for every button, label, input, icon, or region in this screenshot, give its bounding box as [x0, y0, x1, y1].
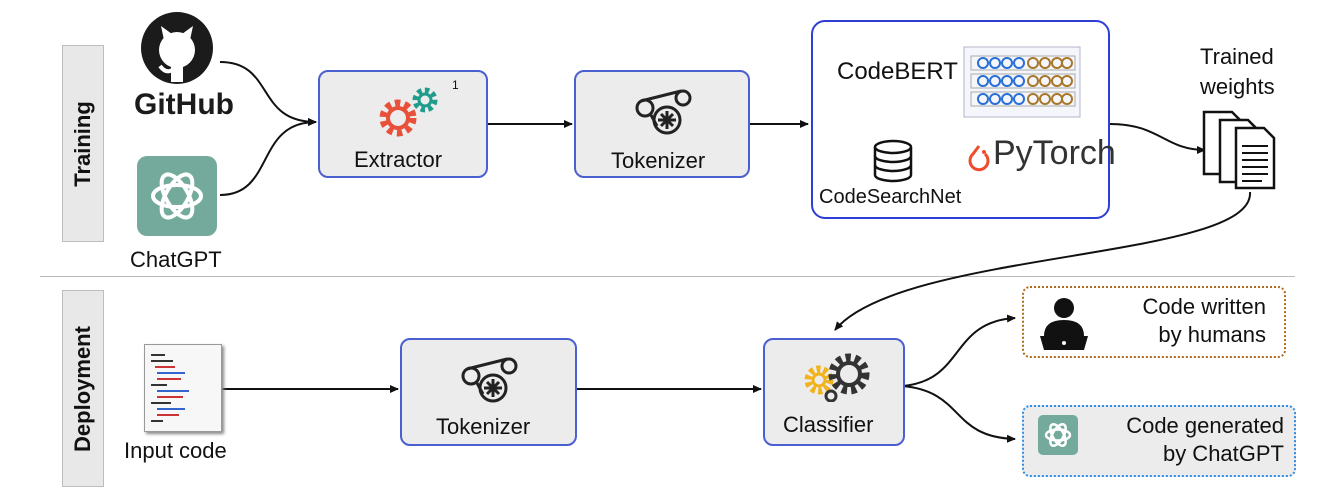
gears-icon — [379, 87, 438, 137]
deployment-tokenizer-label: Tokenizer — [436, 414, 531, 439]
gpt-output-line2: by ChatGPT — [1162, 441, 1284, 466]
tokenizer-icon — [461, 357, 518, 403]
edge-classifier-human — [902, 314, 1016, 387]
pytorch-wordmark: PyTorch — [993, 134, 1116, 172]
pytorch-flame-icon — [968, 145, 990, 172]
training-tokenizer-node: Tokenizer — [574, 70, 750, 178]
openai-logo-icon — [151, 172, 203, 220]
chatgpt-logo-tile — [137, 156, 217, 236]
gpt-output-logo-tile — [1038, 415, 1078, 455]
human-output-line1: Code written — [1142, 294, 1266, 319]
extractor-label: Extractor — [354, 147, 443, 172]
classifier-node: Classifier — [763, 338, 905, 446]
github-source: GitHub — [130, 10, 234, 130]
codebert-label: CodeBERT — [837, 58, 958, 85]
training-tokenizer-label: Tokenizer — [611, 148, 706, 173]
openai-logo-icon — [1044, 423, 1072, 447]
database-icon — [873, 139, 913, 183]
code-snippet-icon — [151, 354, 189, 422]
weights-label-line2: weights — [1200, 74, 1275, 99]
edge-github-extractor — [219, 61, 317, 126]
input-code-thumbnail — [144, 344, 222, 432]
gpt-output-box: Code generated by ChatGPT — [1022, 405, 1296, 477]
section-divider — [40, 276, 1295, 277]
edge-classifier-gpt — [902, 385, 1016, 443]
classifier-gears-icon — [804, 353, 870, 402]
input-code-label: Input code — [124, 438, 227, 463]
training-section-label: Training — [62, 45, 104, 242]
weights-label-line1: Trained — [1200, 44, 1274, 69]
human-output-box: Code written by humans — [1022, 286, 1286, 358]
extractor-footnote: 1 — [452, 78, 459, 92]
person-at-laptop-icon — [1040, 298, 1088, 350]
edge-model-weights — [1109, 123, 1206, 154]
model-training-box: CodeBERT PyTorch CodeSearchNet — [811, 20, 1116, 219]
classifier-label: Classifier — [783, 412, 874, 437]
chatgpt-source-label: ChatGPT — [130, 247, 222, 272]
edge-weights-classifier — [834, 191, 1252, 331]
deployment-tokenizer-node: Tokenizer — [400, 338, 577, 446]
extractor-node: 1 Extractor — [318, 70, 488, 178]
human-output-line2: by humans — [1158, 322, 1266, 347]
github-wordmark: GitHub — [134, 88, 234, 121]
tokenizer-icon — [635, 89, 692, 135]
neural-network-icon — [963, 46, 1081, 118]
documents-stack-icon — [1202, 110, 1276, 190]
deployment-section-label: Deployment — [62, 290, 104, 487]
gpt-output-line1: Code generated — [1126, 413, 1284, 438]
github-octocat-icon — [141, 12, 213, 84]
edge-chatgpt-extractor — [219, 118, 317, 196]
codesearchnet-label: CodeSearchNet — [819, 186, 962, 208]
